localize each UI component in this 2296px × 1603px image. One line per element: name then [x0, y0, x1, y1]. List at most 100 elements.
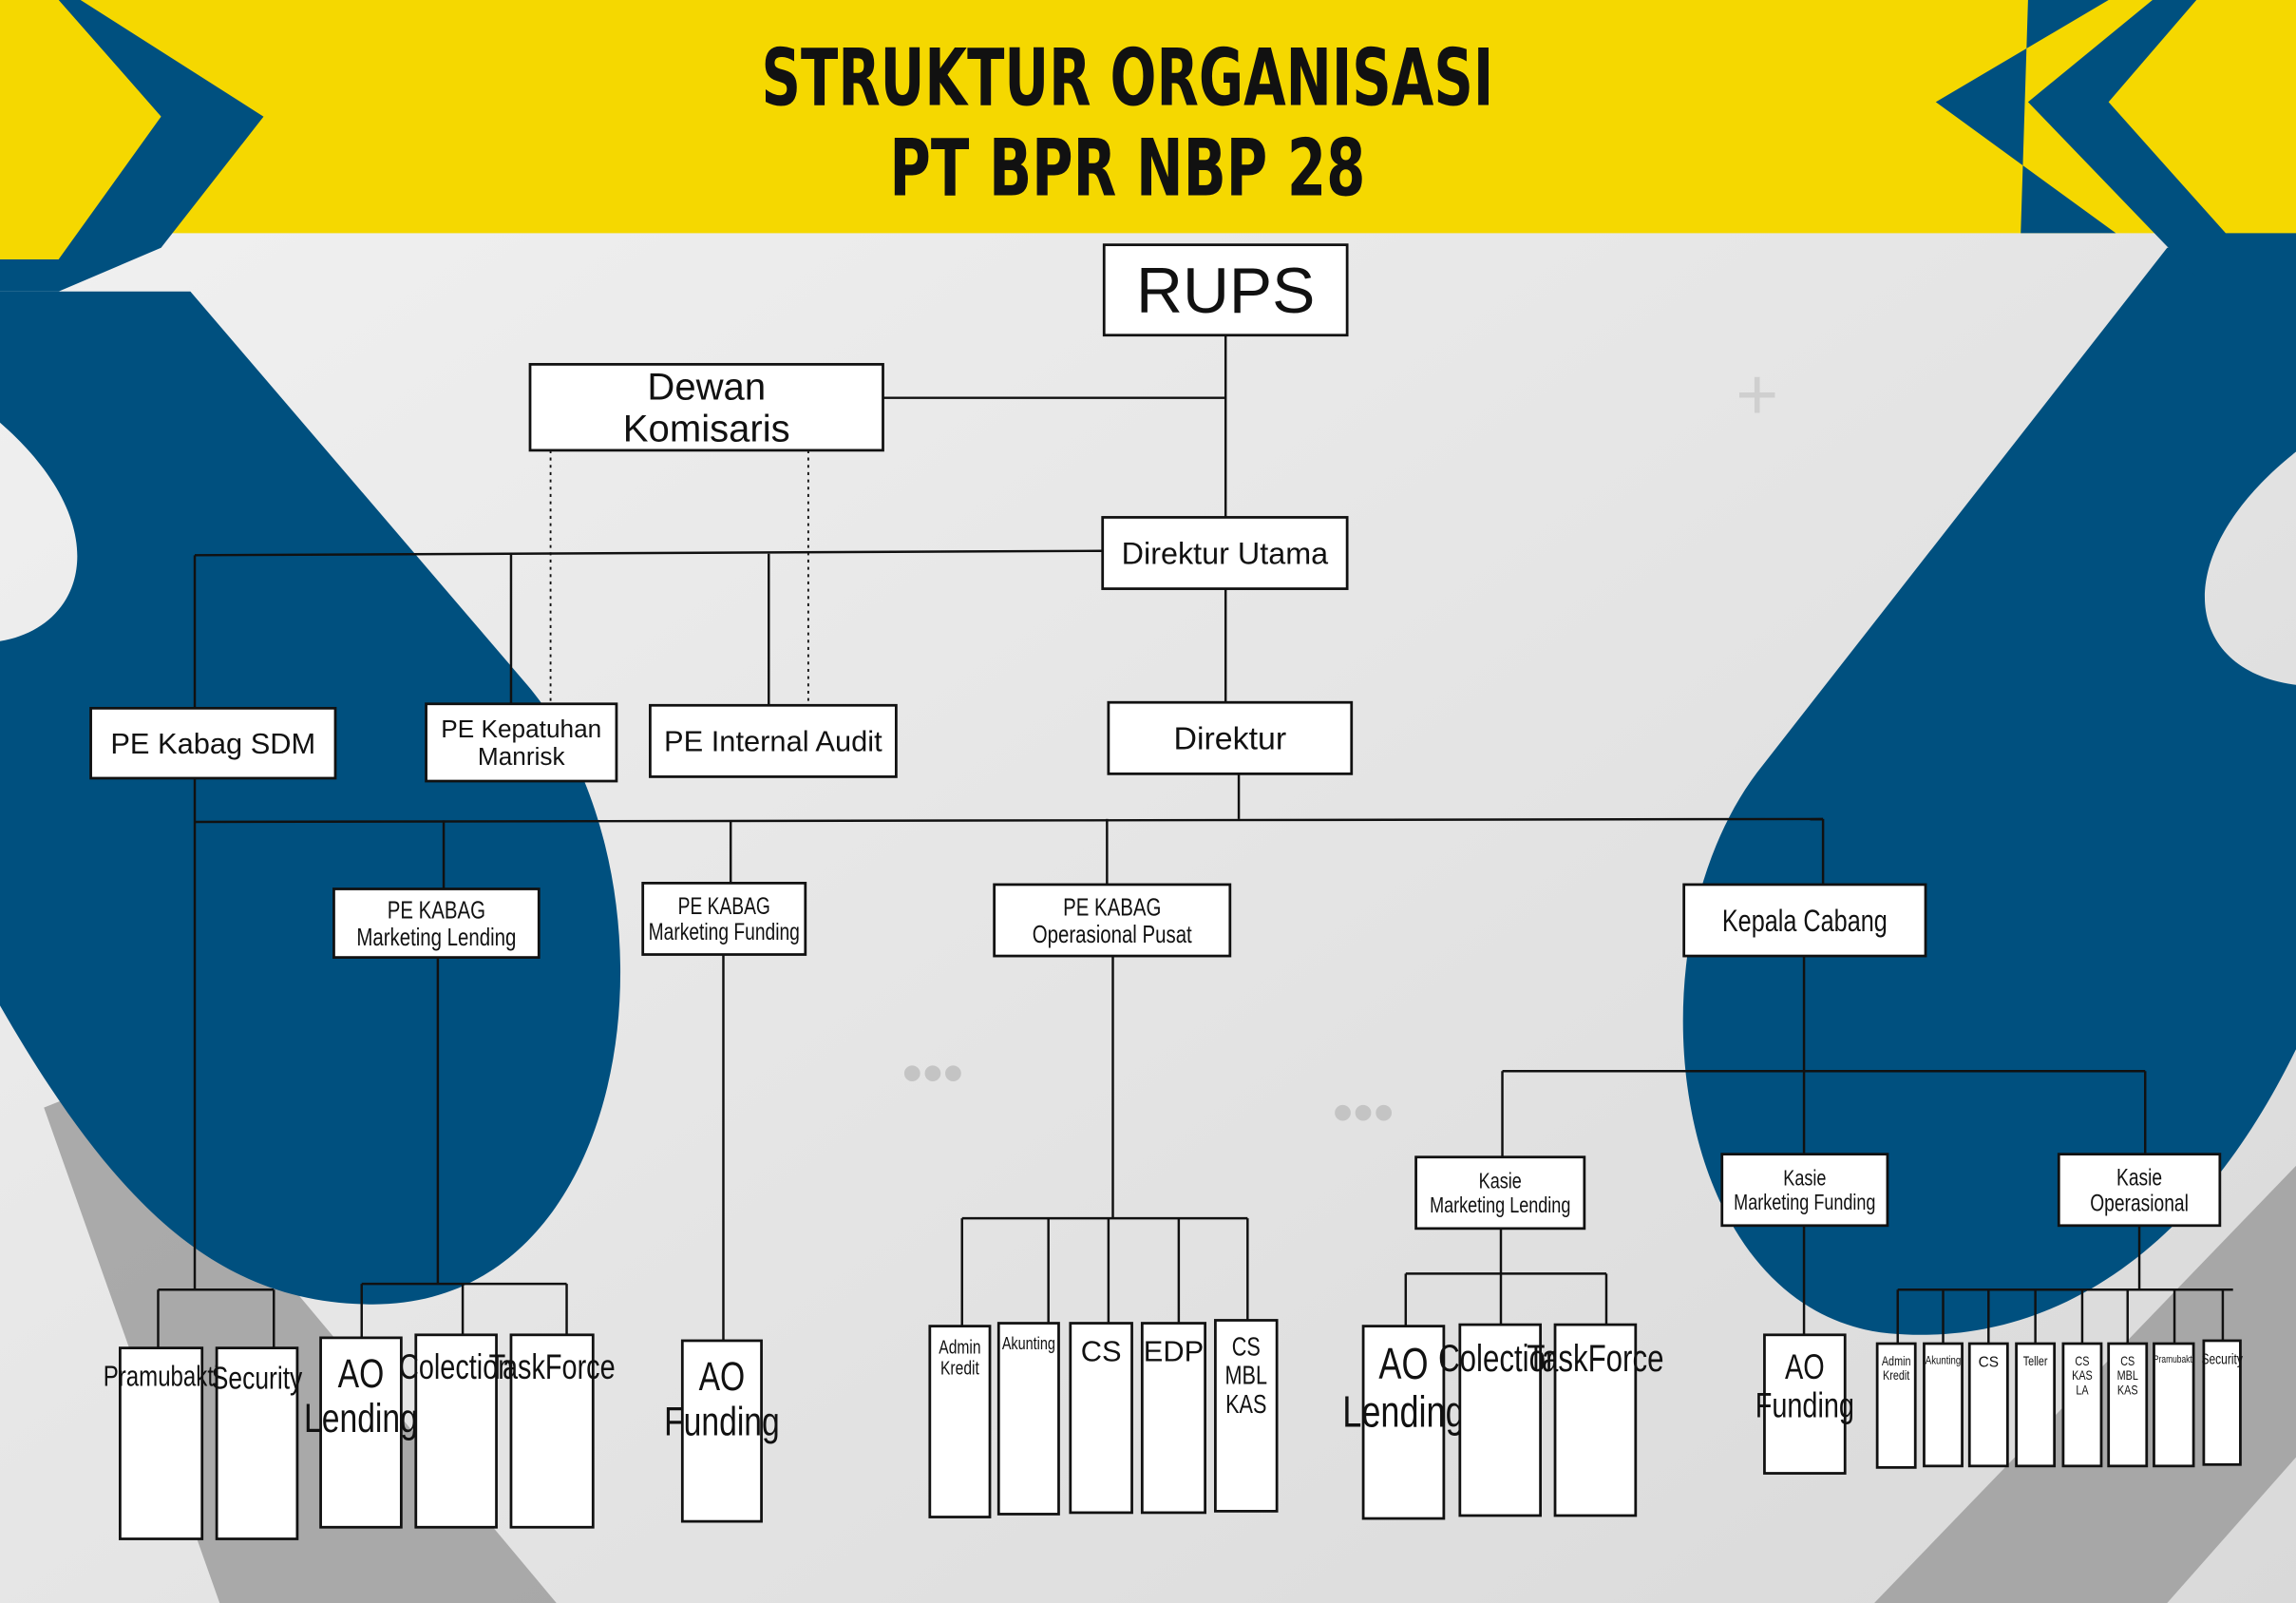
node-label: Komisaris — [623, 409, 790, 450]
org-node-taskforce: TaskForce — [1527, 1323, 1663, 1517]
node-box — [2057, 1153, 2222, 1228]
node-label: LA — [2076, 1383, 2089, 1398]
org-node-pramubakti: Pramubakti — [104, 1346, 219, 1540]
org-node-direktur-utama: Direktur Utama — [1101, 516, 1349, 590]
node-label: KAS — [1225, 1391, 1266, 1420]
node-box — [680, 1339, 763, 1523]
node-label: Lending — [1342, 1387, 1464, 1436]
node-box — [1458, 1323, 1542, 1517]
org-node-edp: EDP — [1140, 1322, 1207, 1515]
node-label: CS — [1232, 1333, 1261, 1362]
node-box — [215, 1346, 299, 1540]
node-label: CS — [1979, 1355, 1999, 1371]
node-label: Security — [2201, 1351, 2242, 1367]
node-label: Pramubakti — [2154, 1354, 2193, 1365]
node-box — [2107, 1342, 2149, 1468]
node-label: AO — [1785, 1348, 1825, 1387]
node-label: Akunting — [1002, 1333, 1055, 1353]
node-label: Kredit — [1883, 1368, 1910, 1384]
org-node-pe-kabag-sdm: PE Kabag SDM — [89, 706, 337, 780]
node-label: Pramubakti — [104, 1360, 219, 1393]
node-box — [1102, 243, 1349, 337]
org-node-pe-internal-audit: PE Internal Audit — [649, 703, 898, 778]
node-label: Kasie — [1783, 1167, 1826, 1192]
node-label: Marketing Lending — [356, 924, 516, 951]
org-node-cs: CS — [1967, 1342, 2009, 1468]
node-box — [1682, 883, 1927, 958]
node-label: Direktur Utama — [1122, 536, 1329, 570]
node-label: Marketing Funding — [649, 919, 800, 945]
node-box — [119, 1346, 204, 1540]
node-label: Marketing Funding — [1734, 1191, 1875, 1215]
node-label: Marketing Lending — [1430, 1193, 1570, 1218]
node-label: PE KABAG — [678, 893, 770, 920]
node-label: Lending — [304, 1396, 418, 1441]
node-box — [1720, 1153, 1889, 1228]
node-label: CS — [1081, 1334, 1122, 1367]
node-label: PE Kabag SDM — [110, 727, 315, 760]
title-line-1: STRUKTUR ORGANISASI — [762, 32, 1494, 124]
node-label: Operasional Pusat — [1033, 921, 1192, 948]
node-box — [528, 363, 884, 452]
node-box — [2153, 1342, 2195, 1468]
node-label: AO — [699, 1354, 746, 1400]
ellipsis-icon: ••• — [902, 1040, 964, 1106]
node-label: AO — [1378, 1340, 1428, 1388]
node-box — [2061, 1342, 2103, 1468]
node-label: Operasional — [2090, 1190, 2189, 1216]
node-label: Kasie — [1479, 1170, 1522, 1194]
node-box — [1107, 700, 1354, 775]
node-label: CS — [2075, 1354, 2089, 1369]
node-box — [641, 882, 807, 956]
node-label: PE Internal Audit — [664, 725, 882, 758]
title-banner — [0, 0, 2296, 234]
node-label: MBL — [2117, 1368, 2138, 1384]
node-box — [509, 1333, 595, 1529]
gray-diagonal-band — [44, 1078, 2296, 1603]
node-label: PE KABAG — [388, 896, 485, 924]
org-node-cs: CS — [1069, 1322, 1133, 1515]
org-node-akunting: Akunting — [1923, 1342, 1964, 1468]
node-label: TaskForce — [489, 1348, 616, 1387]
node-label: Akunting — [1926, 1354, 1961, 1366]
left-blue-shape — [0, 291, 621, 1305]
node-label: Direktur — [1173, 721, 1286, 757]
node-box — [2015, 1342, 2057, 1468]
node-box — [1923, 1342, 1964, 1468]
node-box — [1361, 1325, 1446, 1520]
node-box — [1069, 1322, 1133, 1515]
node-label: CS — [2120, 1354, 2135, 1369]
node-box — [1553, 1323, 1638, 1517]
org-node-pramubakti: Pramubakti — [2153, 1342, 2195, 1468]
node-box — [319, 1336, 403, 1529]
org-node-kepala-cabang: Kepala Cabang — [1682, 883, 1927, 958]
node-label: Colection — [1438, 1338, 1562, 1381]
org-node-teller: Teller — [2015, 1342, 2057, 1468]
node-label: MBL — [1225, 1362, 1267, 1390]
org-node-security: Security — [2201, 1339, 2243, 1466]
node-label: KAS — [2117, 1383, 2138, 1398]
node-label: AO — [338, 1351, 385, 1397]
org-node-akunting: Akunting — [996, 1322, 1060, 1516]
org-node-taskforce: TaskForce — [489, 1333, 616, 1529]
node-box — [89, 706, 337, 780]
plus-icon: + — [1736, 354, 1778, 436]
org-node-rups: RUPS — [1102, 243, 1349, 337]
node-box — [1214, 1319, 1279, 1513]
title-line-2: PT BPR NBP 28 — [889, 123, 1365, 215]
node-box — [414, 1333, 498, 1529]
